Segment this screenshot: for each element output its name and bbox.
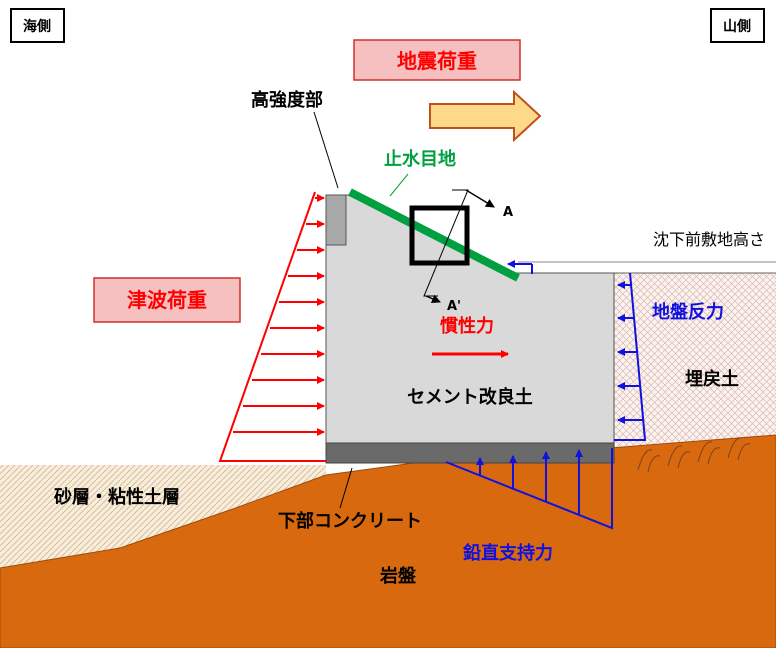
- section-a-label: A: [503, 205, 513, 220]
- section-arrow-a: [465, 189, 495, 208]
- section-a-prime-label: A': [447, 299, 461, 314]
- backfill-region: [614, 273, 776, 452]
- seismic-load-arrow: [429, 89, 542, 143]
- tsunami-load-distribution: [218, 191, 326, 462]
- sand-clay-layer: [0, 465, 326, 568]
- lower-concrete: [325, 442, 615, 464]
- water-stop-joint: [348, 188, 520, 282]
- mountain-side-box: [710, 8, 765, 43]
- leader-high-strength: [313, 111, 339, 189]
- mountain-side-label: 山側: [723, 18, 751, 35]
- lower-concrete-label: 下部コンクリート: [278, 510, 422, 532]
- tsunami-load-label: 津波荷重: [127, 288, 207, 312]
- ground-reaction-label: 地盤反力: [652, 301, 724, 323]
- bedrock-label: 岩盤: [379, 565, 417, 587]
- seismic-load-box: [353, 39, 521, 81]
- cement-soil-label: セメント改良土: [407, 386, 533, 408]
- inertia-label: 慣性力: [439, 315, 494, 337]
- section-box: [409, 205, 470, 266]
- leader-lower-concrete: [339, 467, 353, 509]
- sea-side-box: [10, 8, 65, 43]
- high-strength-part: [325, 194, 347, 246]
- ground-reaction-distribution: [507, 260, 647, 441]
- leader-water-joint: [389, 173, 409, 197]
- ground-level-label: 沈下前敷地高さ: [653, 230, 765, 249]
- section-arrow-a-prime: [425, 294, 441, 303]
- water-joint-label: 止水目地: [384, 148, 456, 170]
- tsunami-load-box: [93, 277, 241, 323]
- backfill-label: 埋戻土: [685, 368, 739, 390]
- grass-tufts: [637, 437, 751, 473]
- sand-clay-label: 砂層・粘性土層: [54, 486, 180, 508]
- seismic-load-label: 地震荷重: [397, 49, 477, 73]
- vertical-support-distribution: [445, 448, 613, 530]
- high-strength-label: 高強度部: [251, 89, 323, 111]
- vertical-support-label: 鉛直支持力: [463, 542, 553, 564]
- sea-side-label: 海側: [23, 18, 51, 35]
